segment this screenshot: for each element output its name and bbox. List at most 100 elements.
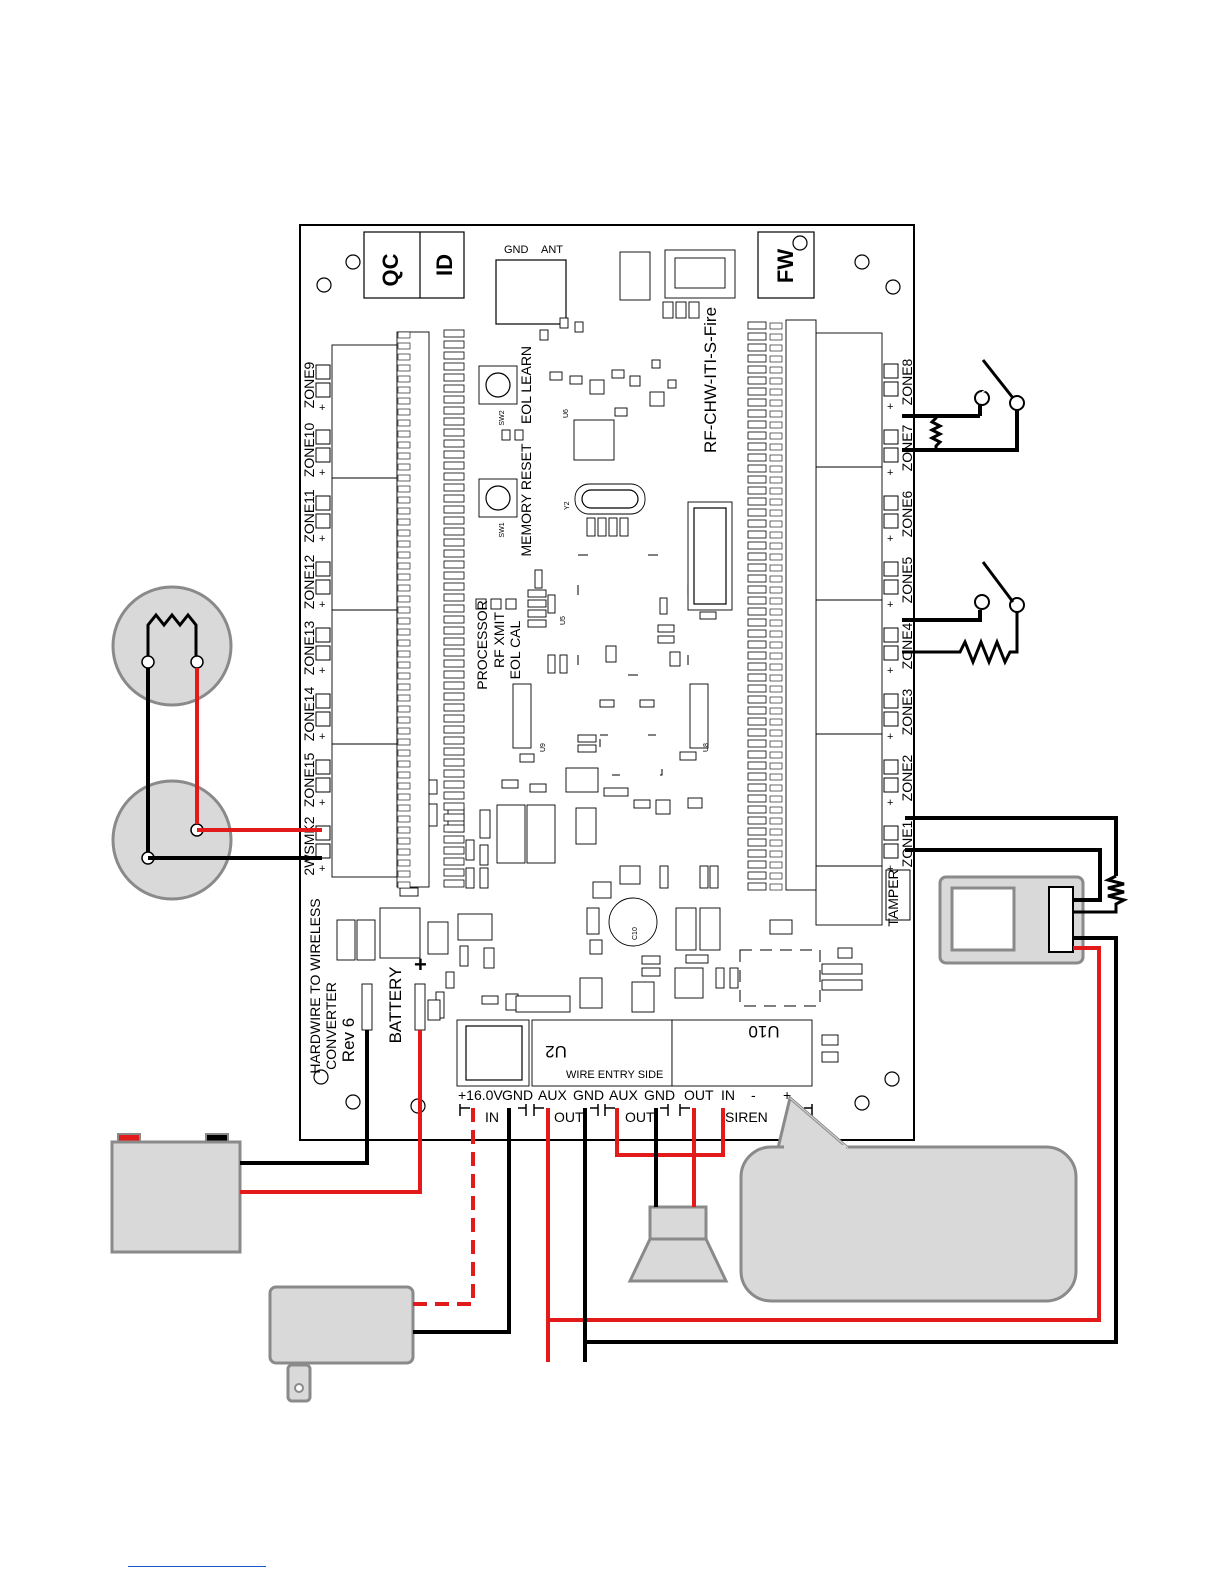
battery-wiring (240, 1030, 422, 1194)
pin (769, 784, 783, 792)
fw-box (757, 231, 815, 299)
pin (769, 707, 783, 715)
terminal-screw (883, 711, 899, 727)
pin (769, 696, 783, 704)
resistor (443, 384, 465, 393)
resistor (443, 615, 465, 624)
pin (769, 344, 783, 352)
pin (397, 562, 411, 570)
battery-icon (110, 1133, 242, 1254)
battery-label: BATTERY (386, 967, 405, 1044)
switch-icon (974, 594, 990, 610)
pin (769, 432, 783, 440)
resistor (747, 805, 767, 814)
terminal-screw (883, 759, 899, 775)
battery-plus-label: + (414, 952, 427, 977)
resistor (747, 783, 767, 792)
processor-outline (577, 554, 689, 676)
resistor (747, 464, 767, 473)
term-gnd-in: GND (502, 1087, 533, 1103)
resistor (443, 648, 465, 657)
terminal-plus: + (319, 467, 325, 479)
resistor (747, 761, 767, 770)
pin (397, 705, 411, 713)
siren-speaker-icon (627, 1205, 729, 1283)
term-aux-2: AUX (609, 1087, 638, 1103)
resistor (747, 420, 767, 429)
terminal-plus: + (319, 599, 325, 611)
group-out-1: OUT (554, 1109, 584, 1125)
mounting-hole (885, 279, 901, 295)
resistor (747, 640, 767, 649)
terminal-plus: + (887, 863, 893, 875)
terminal-plus: + (319, 533, 325, 545)
pin (397, 331, 411, 339)
pin (397, 408, 411, 416)
pin (769, 839, 783, 847)
power-section (336, 907, 571, 1021)
pin (397, 815, 411, 823)
resistor (747, 376, 767, 385)
resistor (747, 794, 767, 803)
resistor (747, 563, 767, 572)
crystal-y2 (574, 483, 646, 515)
terminal-plus: + (887, 401, 893, 413)
resistor (443, 692, 465, 701)
resistor (747, 860, 767, 869)
zone-label-right: ZONE6 (899, 490, 915, 537)
smoke-detector-icon (111, 779, 233, 901)
pin (397, 617, 411, 625)
resistor (747, 552, 767, 561)
group-out-2: OUT (625, 1109, 655, 1125)
terminal-screw (315, 759, 331, 775)
resistor (747, 530, 767, 539)
siren-wiring (615, 1108, 725, 1207)
pin (769, 850, 783, 858)
pin (769, 718, 783, 726)
terminal-screw (883, 777, 899, 793)
pin (397, 650, 411, 658)
zone-label-right: ZONE7 (899, 424, 915, 471)
terminal-plus: + (319, 797, 325, 809)
pin (769, 333, 783, 341)
resistor (443, 769, 465, 778)
terminal-screw (883, 579, 899, 595)
terminal-screw (883, 627, 899, 643)
resistor (443, 494, 465, 503)
smoke-detector-wiring (146, 668, 322, 860)
connector-j10 (456, 1019, 530, 1087)
processor-label: PROCESSOR (474, 600, 490, 689)
terminal-screw (315, 513, 331, 529)
pin (769, 399, 783, 407)
resistor (443, 626, 465, 635)
pin (769, 652, 783, 660)
resistor (747, 442, 767, 451)
pin (397, 826, 411, 834)
resistor (747, 739, 767, 748)
resistor (747, 706, 767, 715)
pin (397, 661, 411, 669)
u9-label: U9 (540, 743, 547, 752)
sw1-label: SW1 (499, 522, 506, 537)
pin (397, 463, 411, 471)
pin (769, 663, 783, 671)
resistor (747, 409, 767, 418)
chip-u6 (573, 419, 615, 461)
ant-label: ANT (541, 244, 563, 256)
resistor (443, 461, 465, 470)
fuse-f1 (379, 907, 421, 959)
pin (769, 630, 783, 638)
group-siren: SIREN (725, 1109, 768, 1125)
pin (397, 507, 411, 515)
footer-link-underline (128, 1566, 266, 1567)
terminal-plus: + (887, 599, 893, 611)
resistor (747, 618, 767, 627)
resistor (443, 736, 465, 745)
zone-label-left: ZONE11 (301, 489, 317, 543)
fw-label: FW (773, 249, 798, 283)
rf-xmit-label: RF XMIT (491, 612, 507, 668)
led-processor (505, 598, 517, 610)
terminal-screw (883, 561, 899, 577)
pin (769, 366, 783, 374)
